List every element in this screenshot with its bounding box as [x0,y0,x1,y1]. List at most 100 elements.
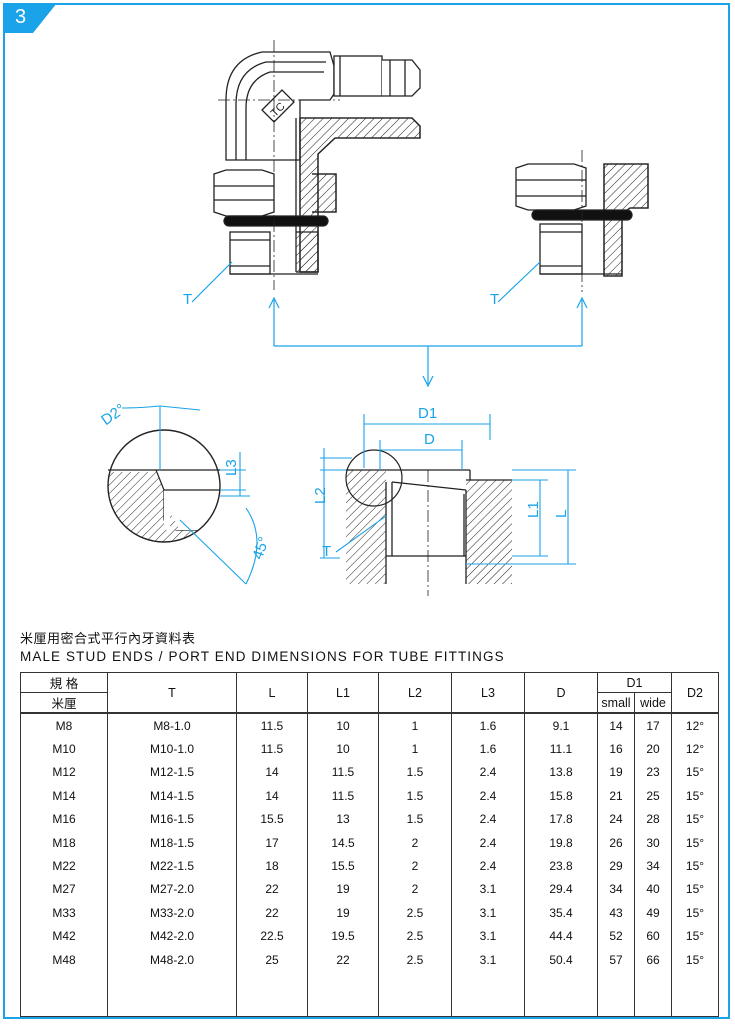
cell-l: 11.5 [236,713,308,738]
cell-l3: 3.1 [451,924,525,948]
angle-label: 45° [249,535,273,562]
cell-d2: 12° [671,737,719,761]
cell-spec: M12 [20,760,108,785]
cell-spec: M18 [20,830,108,855]
cell-l1: 11.5 [307,784,379,808]
svg-text:T: T [183,291,192,308]
l-label: L [553,510,570,518]
header-wide: wide [634,692,672,714]
header-d2: D2 [671,672,719,714]
cell-l2: 2 [378,877,452,902]
cell-l: 18 [236,854,308,878]
cell-d2: 15° [671,924,719,948]
cell-l: 22.5 [236,924,308,948]
table-row: M42 M42-2.0 22.5 19.5 2.5 3.1 44.4 52 60… [20,924,719,948]
table-row: M18 M18-1.5 17 14.5 2 2.4 19.8 26 30 15° [20,830,719,855]
table-row: M27 M27-2.0 22 19 2 3.1 29.4 34 40 15° [20,877,719,902]
cell-l1: 15.5 [307,854,379,878]
cell-l3: 1.6 [451,737,525,761]
l3-label: L3 [223,459,240,476]
cell-wide: 20 [634,737,672,761]
cell-d: 23.8 [524,854,598,878]
cell-spec: M16 [20,807,108,831]
cell-l: 17 [236,830,308,855]
cell-l: 15.5 [236,807,308,831]
cell-l1: 13 [307,807,379,831]
cell-l1: 10 [307,737,379,761]
cell-t: M18-1.5 [107,830,237,855]
cell-t: M16-1.5 [107,807,237,831]
cell-l2: 2.5 [378,924,452,948]
table-row: M33 M33-2.0 22 19 2.5 3.1 35.4 43 49 15° [20,901,719,925]
cell-d: 29.4 [524,877,598,902]
cell-l2: 1 [378,713,452,738]
cell-l1: 10 [307,713,379,738]
cell-t: M33-2.0 [107,901,237,925]
cell-d: 44.4 [524,924,598,948]
cell-t: M14-1.5 [107,784,237,808]
cell-l1: 19 [307,877,379,902]
l1-label: L1 [525,501,542,518]
cell-l2: 1.5 [378,784,452,808]
cell-l3: 3.1 [451,901,525,925]
cell-small: 29 [597,854,635,878]
cell-wide: 30 [634,830,672,855]
cell-d2: 12° [671,713,719,738]
cell-l1: 19.5 [307,924,379,948]
cell-l2: 2.5 [378,947,452,972]
connector-lines [268,296,588,388]
cell-l2: 1 [378,737,452,761]
cell-d: 15.8 [524,784,598,808]
cell-spec: M8 [20,713,108,738]
cell-spec: M27 [20,877,108,902]
cell-l2: 2.5 [378,901,452,925]
cell-wide: 34 [634,854,672,878]
cell-d: 35.4 [524,901,598,925]
cell-l3: 3.1 [451,877,525,902]
cell-wide: 25 [634,784,672,808]
header-d: D [524,672,598,714]
detail-circle [107,429,221,543]
cell-small: 57 [597,947,635,972]
cell-l2: 2 [378,854,452,878]
page-tab-shape [3,3,57,33]
header-l1: L1 [307,672,379,714]
cell-t: M27-2.0 [107,877,237,902]
detail-dimensions [121,405,258,585]
cell-spec: M33 [20,901,108,925]
table-row: M14 M14-1.5 14 11.5 1.5 2.4 15.8 21 25 1… [20,784,719,808]
table-spacer-row [20,971,719,1018]
d1-label: D1 [418,405,437,422]
cell-l2: 1.5 [378,760,452,785]
table-row: M48 M48-2.0 25 22 2.5 3.1 50.4 57 66 15° [20,947,719,972]
page-number-tab: 3 [3,3,57,33]
cell-d2: 15° [671,760,719,785]
cell-wide: 40 [634,877,672,902]
thread-leader-left: T [183,261,233,308]
cell-l: 22 [236,901,308,925]
cell-d: 17.8 [524,807,598,831]
header-t: T [107,672,237,714]
cell-spec: M48 [20,947,108,972]
cell-t: M12-1.5 [107,760,237,785]
cell-t: M10-1.0 [107,737,237,761]
header-small: small [597,692,635,714]
cell-small: 16 [597,737,635,761]
cell-l1: 19 [307,901,379,925]
cell-d2: 15° [671,854,719,878]
cell-l3: 1.6 [451,713,525,738]
table-bottom-rule [20,1016,719,1017]
cell-small: 19 [597,760,635,785]
elbow-fitting: TC [213,51,421,275]
cell-l3: 2.4 [451,807,525,831]
cell-small: 34 [597,877,635,902]
cell-l3: 2.4 [451,760,525,785]
cell-l3: 2.4 [451,830,525,855]
header-l3: L3 [451,672,525,714]
straight-fitting [515,163,649,277]
cell-small: 26 [597,830,635,855]
cell-d2: 15° [671,901,719,925]
cell-wide: 28 [634,807,672,831]
technical-drawing: TC T [98,40,649,596]
cell-l2: 1.5 [378,807,452,831]
